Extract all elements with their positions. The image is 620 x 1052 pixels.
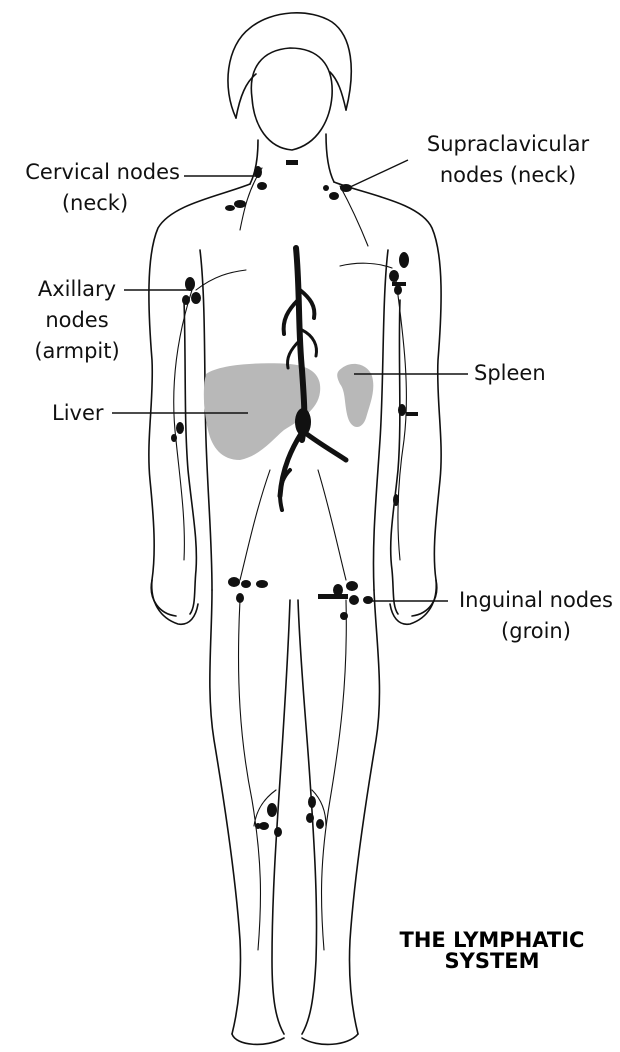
cisterna-chyli: [295, 408, 311, 436]
duct-branch-right-low: [304, 432, 346, 460]
node-elbow-left-2: [171, 434, 177, 442]
diagram-title: THE LYMPHATIC SYSTEM: [382, 930, 602, 972]
title-line1: THE LYMPHATIC: [382, 930, 602, 951]
node-forearm-right: [393, 494, 399, 506]
node-knee-right-2: [306, 813, 314, 823]
label-supraclavicular-nodes: Supraclavicular nodes (neck): [412, 129, 604, 191]
lymph-vessels: [174, 168, 407, 950]
vessel-abdomen-left: [240, 470, 270, 580]
right-foot: [302, 1034, 358, 1044]
label-inguinal-line1: Inguinal nodes: [450, 585, 620, 616]
node-elbow-right-bar: [406, 412, 418, 416]
label-inguinal-nodes: Inguinal nodes (groin): [450, 585, 620, 647]
node-inguinal-left-2: [241, 580, 251, 588]
left-arm-inner: [184, 300, 196, 614]
vessel-abdomen-right: [318, 470, 346, 580]
duct-branch-upper-right: [300, 290, 314, 318]
duct-branch-upper-left: [284, 300, 298, 334]
node-knee-right-1: [308, 796, 316, 808]
node-axillary-right-bar: [392, 282, 406, 286]
node-cervical-2: [257, 182, 267, 190]
node-inguinal-right-bar: [318, 594, 348, 599]
duct-branch-mid-right: [302, 330, 316, 356]
node-axillary-right-1: [399, 252, 409, 268]
torso-right-side: [373, 250, 388, 590]
leader-supraclavicular: [348, 160, 408, 188]
left-leg-inner: [272, 600, 290, 1034]
node-supraclav-2: [329, 192, 339, 200]
node-supraclav-1: [340, 184, 352, 192]
label-cervical-line1: Cervical nodes: [0, 157, 180, 188]
node-inguinal-right-3: [349, 595, 359, 605]
label-cervical-nodes: Cervical nodes (neck): [0, 157, 180, 219]
label-spleen: Spleen: [474, 358, 546, 389]
node-knee-right-3: [316, 819, 324, 829]
label-axillary-line1: Axillary: [22, 274, 132, 305]
node-inguinal-left-3: [256, 580, 268, 588]
label-inguinal-line2: (groin): [450, 616, 620, 647]
label-cervical-line2: (neck): [0, 188, 180, 219]
right-leg-outer: [349, 590, 379, 1034]
left-hand: [152, 580, 198, 624]
right-arm-inner: [391, 300, 400, 614]
node-axillary-right-2: [389, 270, 399, 282]
node-knee-left-4: [255, 823, 261, 829]
node-inguinal-left-4: [236, 593, 244, 603]
label-supraclavicular-line2: nodes (neck): [412, 160, 604, 191]
hair-strand-left: [236, 74, 256, 118]
title-line2: SYSTEM: [382, 951, 602, 972]
label-supraclavicular-line1: Supraclavicular: [412, 129, 604, 160]
node-axillary-right-3: [394, 285, 402, 295]
label-axillary-line3: (armpit): [22, 336, 132, 367]
vessel-chest-right: [340, 263, 392, 268]
left-foot: [232, 1034, 284, 1044]
vessel-neck-right: [340, 186, 368, 246]
node-inguinal-right-2: [346, 581, 358, 591]
node-elbow-right-1: [398, 404, 406, 416]
node-axillary-left-3: [182, 295, 190, 305]
node-cervical-3: [234, 200, 246, 208]
body-outline: [149, 13, 441, 1045]
vessel-right-leg: [322, 600, 347, 950]
vessel-left-leg: [239, 600, 261, 950]
face-outline: [251, 48, 332, 150]
node-inguinal-right-1: [333, 584, 343, 596]
hair-outline: [228, 13, 351, 118]
node-inguinal-right-5: [340, 612, 348, 620]
label-axillary-line2: nodes: [22, 305, 132, 336]
label-liver: Liver: [52, 398, 104, 429]
node-cervical-4: [225, 205, 235, 211]
node-knee-left-3: [274, 827, 282, 837]
node-neck-center: [286, 160, 298, 165]
node-axillary-left-2: [191, 292, 201, 304]
node-elbow-left-1: [176, 422, 184, 434]
node-supraclav-3: [323, 185, 329, 191]
left-leg-outer: [210, 590, 241, 1034]
node-inguinal-left-1: [228, 577, 240, 587]
node-knee-left-1: [267, 803, 277, 817]
right-hand: [390, 580, 436, 624]
node-axillary-left-1: [185, 277, 195, 291]
vessel-right-arm: [396, 280, 406, 560]
node-inguinal-right-4: [363, 596, 373, 604]
duct-branch-left-low: [280, 432, 302, 496]
label-axillary-nodes: Axillary nodes (armpit): [22, 274, 132, 367]
neck-right: [326, 134, 334, 182]
